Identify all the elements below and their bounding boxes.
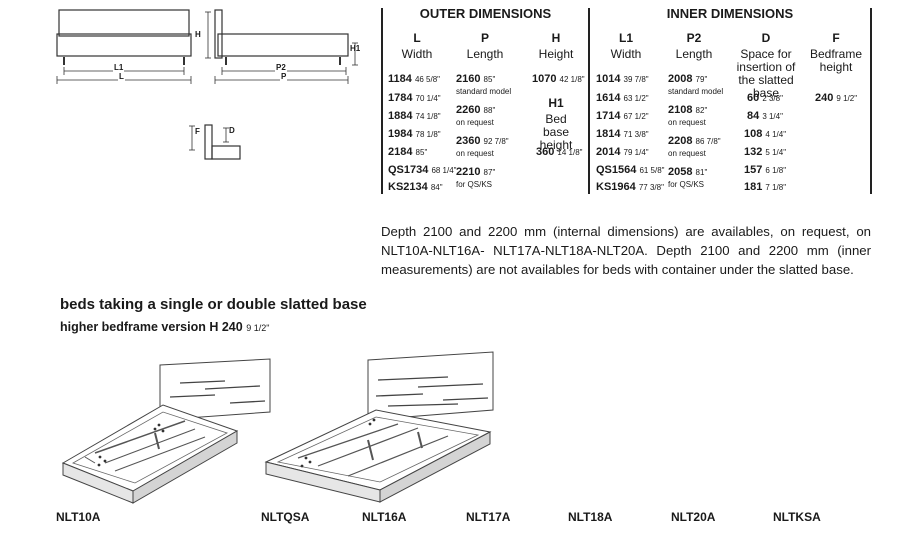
dim-label-h: H	[195, 30, 201, 39]
list-item: 1984 78 1/8"	[388, 128, 441, 140]
model-label: NLT20A	[671, 510, 716, 524]
col-header-h: H Height	[538, 31, 574, 61]
availability-note: Depth 2100 and 2200 mm (internal dimensi…	[381, 224, 871, 277]
list-item: QS1734 68 1/4"	[388, 164, 457, 176]
note-label: on request	[456, 149, 494, 158]
section-title: beds taking a single or double slatted b…	[60, 296, 367, 313]
list-item: 1714 67 1/2"	[596, 110, 649, 122]
dim-label-d: D	[229, 126, 235, 135]
note-label: on request	[668, 149, 706, 158]
list-item: 2160 85"	[456, 73, 496, 85]
list-item: 157 6 1/8"	[744, 164, 787, 176]
list-item: 1784 70 1/4"	[388, 92, 441, 104]
list-item: KS2134 84"	[388, 181, 443, 193]
list-item: 2210 87"	[456, 166, 496, 178]
table-divider-middle	[588, 8, 590, 194]
col-header-l: L Width	[401, 31, 433, 61]
list-item: 2360 92 7/8"	[456, 135, 509, 147]
list-item: 132 5 1/4"	[744, 146, 787, 158]
col-header-h1: H1 Bed base height	[539, 96, 573, 152]
note-label: for QS/KS	[456, 180, 493, 189]
model-label: NLTQSA	[261, 510, 310, 524]
list-item: QS1564 61 5/8"	[596, 164, 665, 176]
list-item: 1070 42 1/8"	[532, 73, 585, 85]
note-label: standard model	[456, 87, 512, 96]
col-header-d: D Space for insertion of the slatted bas…	[736, 31, 796, 100]
note-label: standard model	[668, 87, 724, 96]
note-label: on request	[456, 118, 494, 127]
model-label: NLT17A	[466, 510, 511, 524]
table-divider-left	[381, 8, 383, 194]
dim-label-p2: P2	[275, 63, 287, 72]
list-item: 60 2 3/8"	[747, 92, 783, 104]
col-header-p: P Length	[466, 31, 504, 61]
model-label: NLTKSA	[773, 510, 821, 524]
model-label: NLT16A	[362, 510, 407, 524]
dim-label-l1: L1	[113, 63, 125, 72]
list-item: 2184 85"	[388, 146, 428, 158]
model-label: NLT18A	[568, 510, 613, 524]
list-item: 108 4 1/4"	[744, 128, 787, 140]
bed-illustration-double	[264, 351, 494, 503]
dim-label-f: F	[195, 127, 200, 136]
dim-label-l: L	[118, 72, 125, 81]
section-subtitle: higher bedframe version H 240 9 1/2"	[60, 320, 270, 334]
bed-illustration-single	[61, 358, 271, 504]
list-item: 240 9 1/2"	[815, 92, 858, 104]
list-item: 2008 79"	[668, 73, 708, 85]
list-item: 2208 86 7/8"	[668, 135, 721, 147]
dim-label-h1: H1	[350, 44, 361, 53]
list-item: 1184 46 5/8"	[388, 73, 441, 85]
col-header-l1: L1 Width	[610, 31, 642, 61]
inner-dimensions-title: INNER DIMENSIONS	[666, 6, 794, 21]
list-item: 1884 74 1/8"	[388, 110, 441, 122]
section-detail-diagram	[189, 124, 241, 160]
col-header-f: F Bedframe height	[809, 31, 863, 74]
list-item: KS1964 77 3/8"	[596, 181, 664, 193]
note-label: on request	[668, 118, 706, 127]
list-item: 181 7 1/8"	[744, 181, 787, 193]
table-divider-right	[870, 8, 872, 194]
list-item: 84 3 1/4"	[747, 110, 783, 122]
list-item: 2260 88"	[456, 104, 496, 116]
col-header-p2: P2 Length	[675, 31, 713, 61]
list-item: 1014 39 7/8"	[596, 73, 649, 85]
side-view-diagram	[205, 9, 358, 84]
list-item: 1814 71 3/8"	[596, 128, 649, 140]
model-label: NLT10A	[56, 510, 101, 524]
list-item: 1614 63 1/2"	[596, 92, 649, 104]
outer-dimensions-title: OUTER DIMENSIONS	[419, 6, 552, 21]
note-label: for QS/KS	[668, 180, 705, 189]
list-item: 2058 81"	[668, 166, 708, 178]
list-item: 2108 82"	[668, 104, 708, 116]
list-item: 360 14 1/8"	[536, 146, 583, 158]
dim-label-p: P	[280, 72, 288, 81]
list-item: 2014 79 1/4"	[596, 146, 649, 158]
